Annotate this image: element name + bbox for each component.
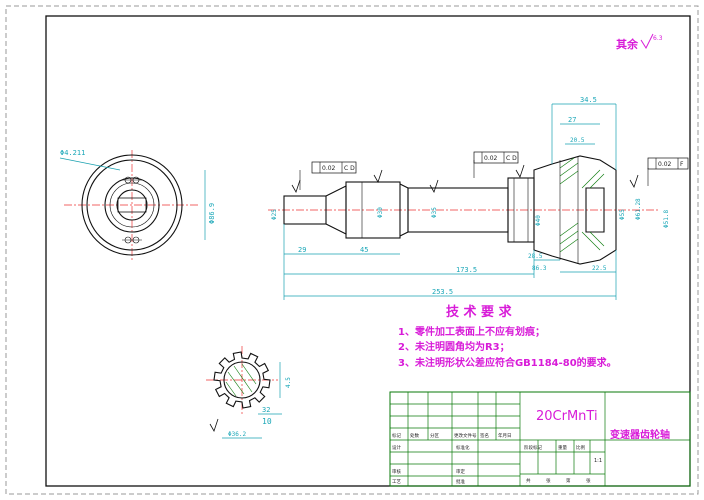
shaft-length-29: 29	[298, 246, 306, 254]
svg-text:C D: C D	[344, 165, 355, 172]
end-view-vertical-dim: Φ86.9	[208, 203, 216, 224]
gear-width-22: 22.5	[592, 265, 607, 272]
roughness-symbol-icon	[640, 33, 654, 50]
svg-text:审定: 审定	[456, 468, 465, 475]
svg-text:F: F	[680, 161, 684, 168]
inner-border	[45, 15, 691, 487]
svg-text:C D: C D	[506, 155, 517, 162]
gear-offset-86: 86.3	[532, 265, 547, 272]
svg-text:更改文件号: 更改文件号	[454, 432, 477, 439]
end-view: Φ4.211 Φ86.9	[59, 149, 216, 262]
svg-text:比例: 比例	[576, 444, 585, 451]
gear-diameter-3: Φ51.8	[663, 210, 670, 228]
roughness-mark-icon	[629, 174, 639, 188]
tolerance-frame-2: 0.02 C D	[473, 151, 519, 178]
roughness-mark-icon	[373, 169, 383, 183]
svg-text:张: 张	[546, 477, 551, 484]
gear-length-20: 20.5	[570, 137, 585, 144]
tech-req-heading: 技 术 要 求	[446, 304, 513, 320]
tech-req-item-2: 2、未注明圆角均为R3；	[398, 340, 510, 353]
roughness-mark-icon	[209, 418, 219, 432]
gear-diameter-2: Φ61.28	[635, 198, 642, 220]
surface-finish-prefix: 其余	[616, 37, 639, 51]
end-view-diameter: Φ4.211	[60, 149, 85, 157]
shaft-view: 0.02 C D 0.02 C D 0.02 F Φ25 Φ30 Φ35 Φ40…	[268, 96, 689, 300]
shaft-length-45: 45	[360, 246, 368, 254]
svg-text:0.02: 0.02	[658, 161, 672, 168]
spline-width-32: 32	[262, 406, 270, 414]
svg-text:阶段标记: 阶段标记	[524, 444, 542, 451]
spline-section: 4.5 32 10 Φ36.2	[206, 346, 292, 439]
svg-text:0.02: 0.02	[322, 165, 336, 172]
gear-diameter-1: Φ55	[619, 209, 626, 220]
svg-text:标记: 标记	[392, 432, 401, 439]
svg-text:0.02: 0.02	[484, 155, 498, 162]
shaft-diameter-3: Φ35	[431, 207, 438, 218]
title-block: 20CrMnTi 变速器齿轮轴 1:1 标记 处数 分区 更改文件号 签名 年月…	[389, 391, 691, 487]
roughness-mark-icon	[515, 164, 525, 178]
shaft-length-173: 173.5	[456, 266, 477, 274]
tech-requirements: 技 术 要 求 1、零件加工表面上不应有划痕； 2、未注明圆角均为R3； 3、未…	[398, 304, 617, 369]
svg-text:分区: 分区	[430, 432, 439, 439]
roughness-mark-icon	[429, 179, 439, 193]
outer-border	[5, 5, 699, 495]
material-label: 20CrMnTi	[536, 409, 598, 424]
shaft-diameter-1: Φ25	[271, 209, 278, 220]
surface-finish-note: 其余 6.3	[616, 33, 663, 51]
gear-length-34: 34.5	[580, 96, 597, 104]
part-name: 变速器齿轮轴	[610, 428, 670, 441]
surface-finish-value: 6.3	[653, 35, 663, 42]
svg-text:审核: 审核	[392, 468, 401, 475]
svg-text:批准: 批准	[456, 478, 465, 485]
svg-text:第: 第	[566, 477, 571, 484]
scale-value: 1:1	[594, 458, 602, 464]
tolerance-frame-3: 0.02 F	[647, 157, 689, 186]
tolerance-frame-1: 0.02 C D	[299, 161, 357, 190]
gear-length-27: 27	[568, 116, 576, 124]
svg-text:设计: 设计	[392, 444, 401, 451]
svg-text:标准化: 标准化	[456, 444, 470, 451]
svg-text:签名: 签名	[480, 432, 489, 439]
gear-offset-28: 28.5	[528, 253, 543, 260]
roughness-mark-icon	[291, 179, 301, 193]
spline-height: 4.5	[285, 377, 292, 388]
tech-req-item-1: 1、零件加工表面上不应有划痕；	[398, 325, 545, 338]
shaft-diameter-2: Φ30	[377, 207, 384, 218]
svg-text:共: 共	[526, 477, 531, 484]
svg-text:处数: 处数	[410, 432, 419, 439]
svg-text:年月日: 年月日	[498, 432, 512, 439]
svg-text:张: 张	[586, 477, 591, 484]
spline-diameter: Φ36.2	[228, 431, 246, 438]
shaft-total-length: 253.5	[432, 288, 453, 296]
shaft-diameter-4: Φ40	[535, 215, 542, 226]
tech-req-item-3: 3、未注明形状公差应符合GB1184-80的要求。	[398, 356, 617, 369]
svg-text:工艺: 工艺	[392, 479, 401, 485]
svg-text:重量: 重量	[558, 444, 567, 451]
spline-teeth-10: 10	[262, 417, 272, 426]
